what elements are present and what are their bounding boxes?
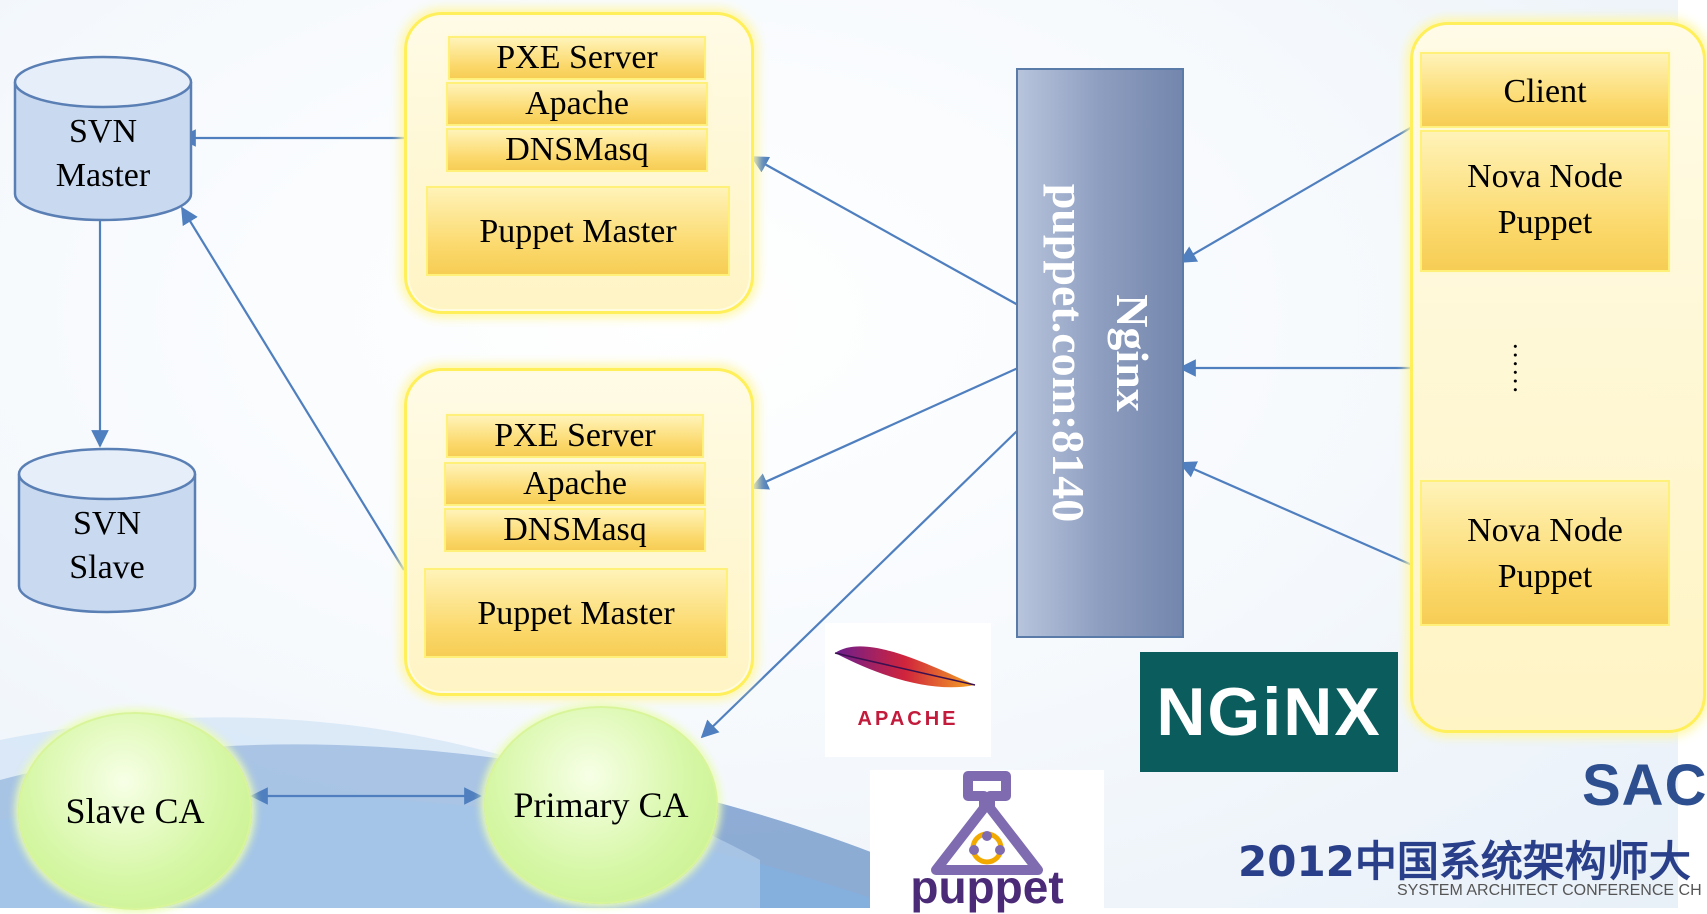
arrow-nginx-to-primary-ca [700,429,1019,739]
slave-ca: Slave CA [18,712,252,910]
dnsmasq-2: DNSMasq [444,508,706,552]
nginx-title: Nginx [1107,294,1158,412]
svn-slave-label-1: SVN [72,505,142,542]
puppet-master-1: Puppet Master [426,186,730,276]
primary-ca-label: Primary CA [513,785,689,825]
nginx-logo-text: NGiNX [1156,674,1382,750]
nova-node-1: Nova Node Puppet [1420,130,1670,272]
pxe-server-1: PXE Server [448,36,706,80]
nginx-logo: NGiNX [1140,652,1398,772]
nodes-ellipsis: …… [1502,328,1542,408]
puppet-logo-text: puppet [910,861,1064,913]
pxe-server-2: PXE Server [446,414,704,458]
nova-node-2-line-1: Nova Node [1467,512,1623,549]
arrow-node2-to-nginx [1178,461,1413,567]
dnsmasq-1: DNSMasq [446,128,708,172]
nova-node-2-line-2: Puppet [1497,558,1593,595]
svn-master-label-2: Master [55,157,151,194]
apache-2: Apache [444,462,706,506]
nginx-address: puppet.com:8140 [1043,183,1094,523]
apache-logo-text: APACHE [857,708,959,730]
nova-node-1-line-1: Nova Node [1467,158,1623,195]
puppet-master-2: Puppet Master [424,568,728,658]
arrow-client-to-nginx [1178,126,1413,263]
nginx-load-balancer: Nginx puppet.com:8140 [1016,68,1184,638]
nova-node-2: Nova Node Puppet [1420,480,1670,626]
arrow-pm2-to-svn-master [181,206,405,571]
conference-title-en: SYSTEM ARCHITECT CONFERENCE CH [1397,882,1702,899]
puppet-logo: puppet [870,770,1104,913]
apache-1: Apache [446,82,708,126]
ellipsis-text: …… [1508,342,1537,394]
client-label: Client [1420,52,1670,128]
arrow-nginx-to-pm1 [750,156,1019,306]
apache-logo: APACHE [825,623,991,757]
svn-slave-label-2: Slave [69,549,145,586]
svn-master-cylinder: SVN Master [12,54,194,226]
nginx-bar-text: Nginx puppet.com:8140 [1036,184,1164,523]
primary-ca: Primary CA [484,706,718,904]
apache-feather-icon [834,646,976,688]
slave-ca-label: Slave CA [65,791,205,831]
connectors [91,126,1413,805]
cylinder-shape [17,447,197,614]
arrow-nginx-to-pm2 [750,366,1019,490]
svn-slave-cylinder: SVN Slave [16,446,198,618]
conference-title-cn: 2012中国系统架构师大 [1238,837,1691,886]
cylinder-shape [13,55,193,222]
nova-node-1-line-2: Puppet [1497,204,1593,241]
svn-master-label-1: SVN [68,113,138,150]
puppet-flask-icon [931,771,1043,875]
sacc-brand: SAC [1582,753,1707,818]
